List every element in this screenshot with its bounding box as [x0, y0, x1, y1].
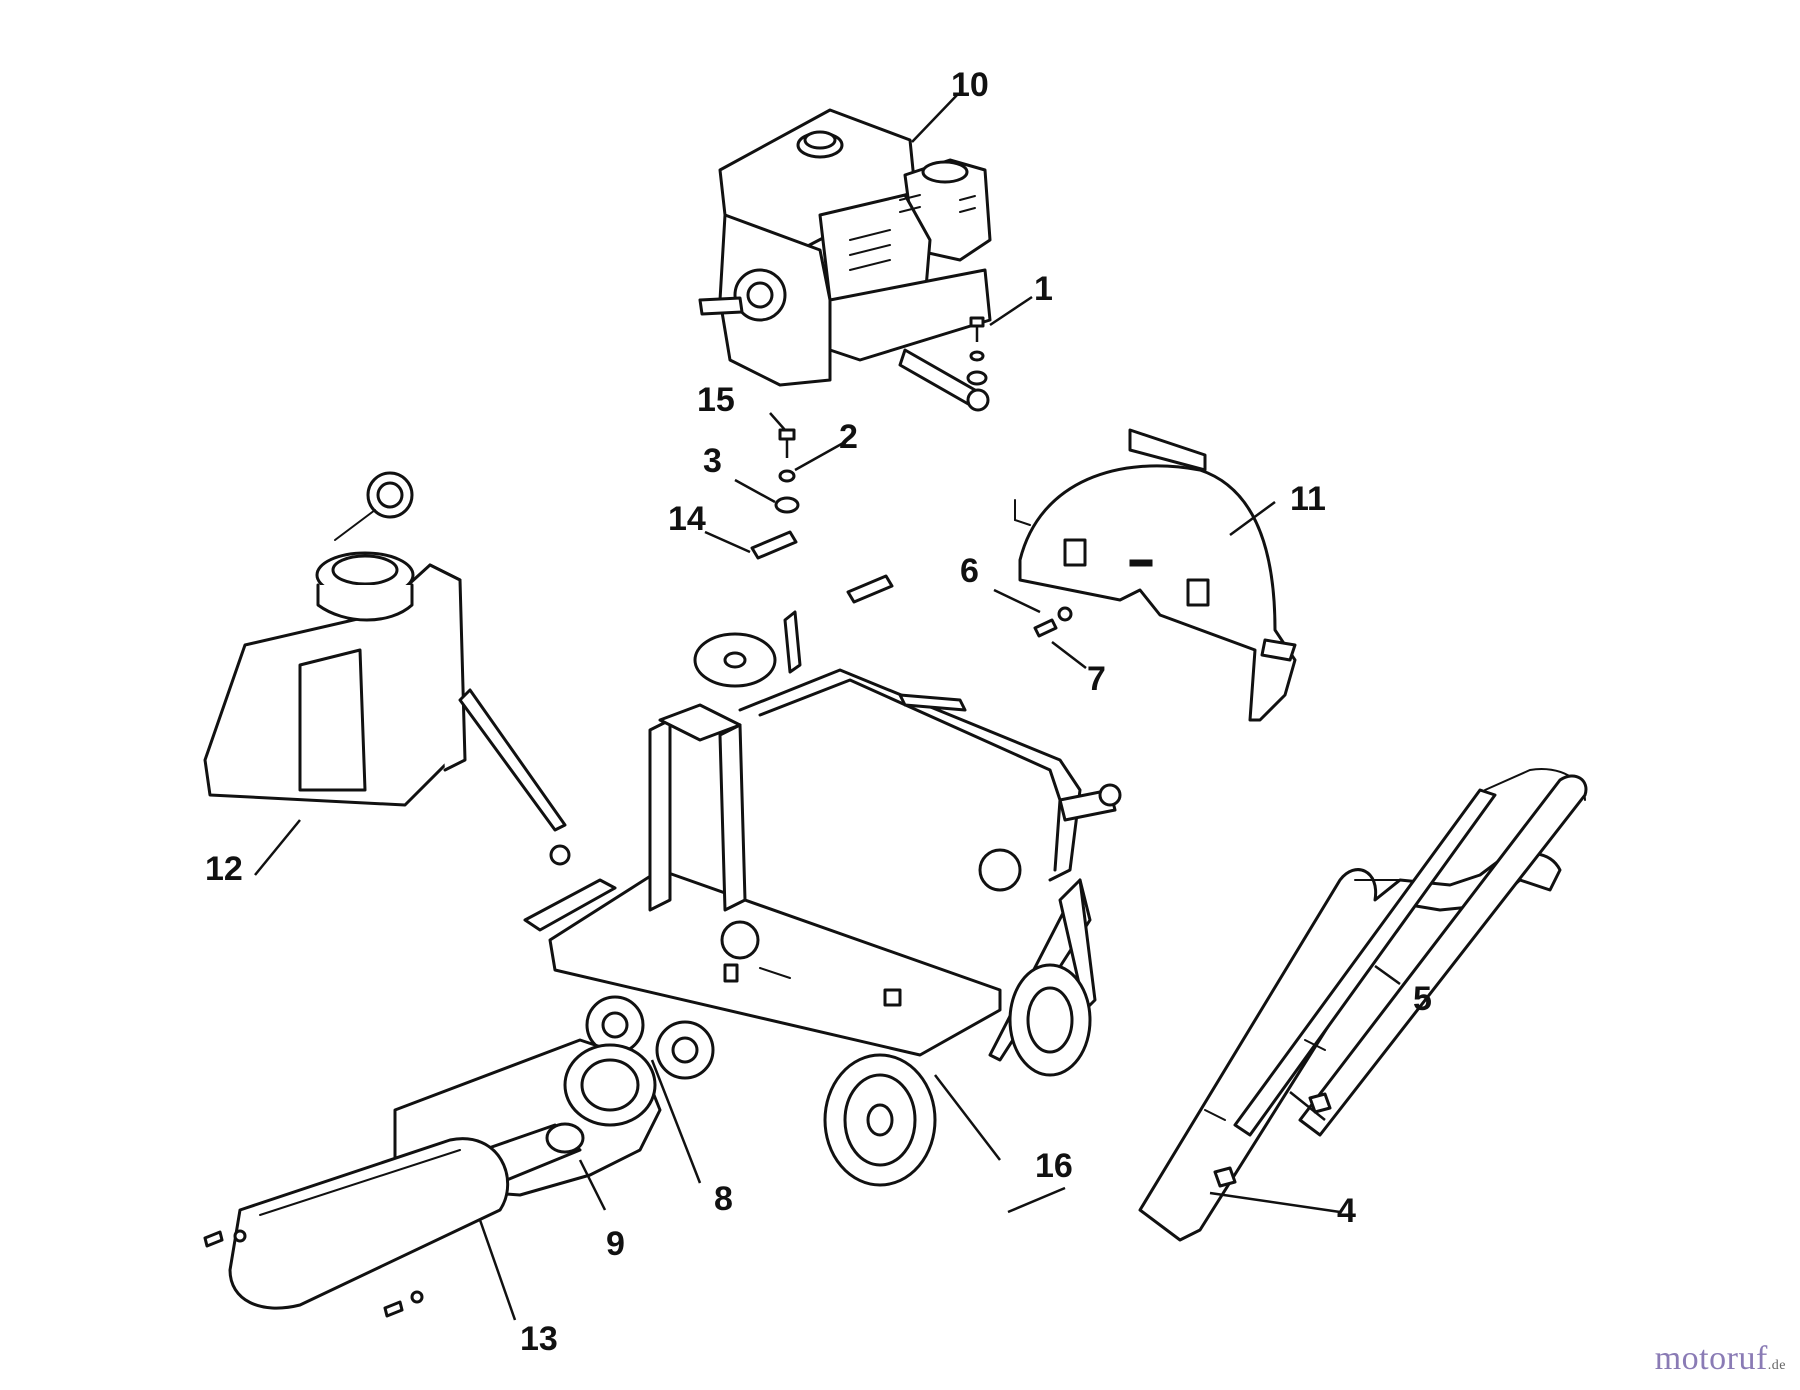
lock-washer-2	[778, 469, 796, 483]
callout-9: 9	[606, 1225, 625, 1263]
callout-1: 1	[1034, 270, 1053, 308]
callout-labels: 10 1 15 2 3 14 11 6 7 12 5 16 8 4 9 13	[205, 66, 1432, 1358]
watermark-suffix: .de	[1767, 1358, 1786, 1373]
callout-11: 11	[1290, 480, 1326, 518]
callout-7: 7	[1087, 660, 1106, 698]
watermark-text: motoruf	[1654, 1340, 1768, 1377]
blade-guard	[1014, 428, 1297, 722]
bolt-1	[966, 316, 988, 386]
callout-4: 4	[1337, 1192, 1356, 1230]
bolt-7	[1033, 618, 1058, 638]
callout-14: 14	[668, 500, 706, 538]
spacer-14	[750, 530, 894, 604]
engine	[698, 108, 992, 412]
callout-3: 3	[703, 442, 722, 480]
callout-13: 13	[520, 1320, 558, 1358]
push-handle	[1138, 768, 1588, 1242]
nut-6	[1057, 606, 1073, 622]
leader-lines	[254, 93, 1401, 1321]
callout-10: 10	[951, 66, 989, 104]
heat-shield-13	[203, 1137, 510, 1318]
bolt-15	[778, 428, 796, 458]
callout-8: 8	[714, 1180, 733, 1218]
callout-6: 6	[960, 552, 979, 590]
saw-frame	[523, 610, 1122, 1062]
water-tank	[203, 471, 571, 866]
callout-2: 2	[839, 418, 858, 456]
wheels	[585, 963, 1092, 1187]
callout-15: 15	[697, 381, 735, 419]
callout-5: 5	[1413, 980, 1432, 1018]
watermark-logo: motoruf.de	[1655, 1340, 1786, 1378]
flat-washer-3	[774, 496, 800, 514]
callout-12: 12	[205, 850, 243, 888]
callout-16: 16	[1035, 1147, 1073, 1185]
thumb-screws-4	[1213, 1092, 1332, 1188]
